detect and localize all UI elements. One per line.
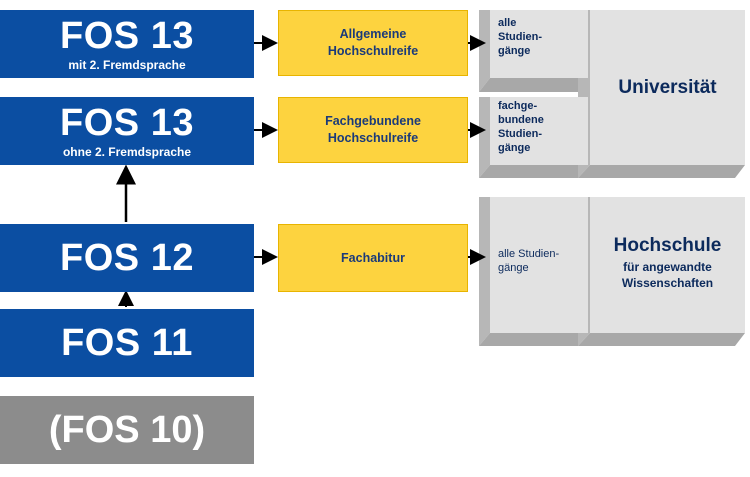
degree-fachgebundene-hochschulreife: Fachgebundene Hochschulreife — [278, 97, 468, 163]
studies-all-box: alle Studien- gänge — [490, 10, 588, 78]
cube-bottom-shade — [479, 165, 588, 178]
fos13b-title: FOS 13 — [60, 101, 194, 144]
cube-side-shade — [479, 10, 490, 92]
fos12-box: FOS 12 — [0, 224, 254, 292]
cube-bottom-shade — [479, 78, 588, 92]
cube-side-shade — [479, 197, 490, 346]
hochschule-subtitle: für angewandte Wissenschaften — [621, 260, 714, 290]
degree-allgemeine-hochschulreife: Allgemeine Hochschulreife — [278, 10, 468, 76]
fos11-title: FOS 11 — [61, 322, 193, 364]
fos10-box: (FOS 10) — [0, 396, 254, 464]
cube-side-shade — [479, 97, 490, 178]
universitaet-label: Universität — [618, 76, 717, 98]
hochschule-title: Hochschule — [613, 235, 722, 256]
fos13a-subtitle: mit 2. Fremdsprache — [68, 57, 186, 72]
studies-specific-box: fachge- bundene Studien- gänge — [490, 97, 588, 165]
fos10-title: (FOS 10) — [48, 409, 206, 451]
fos13-without-language-box: FOS 13 ohne 2. Fremdsprache — [0, 97, 254, 165]
cube-bottom-shade — [578, 165, 745, 178]
fos13-with-language-box: FOS 13 mit 2. Fremdsprache — [0, 10, 254, 78]
cube-bottom-shade — [578, 333, 745, 346]
cube-bottom-shade — [479, 333, 588, 346]
degree-fachabitur: Fachabitur — [278, 224, 468, 292]
fos12-title: FOS 12 — [60, 237, 194, 279]
fos13b-subtitle: ohne 2. Fremdsprache — [62, 144, 192, 159]
universitaet-box: Universität — [590, 10, 745, 165]
fos13a-title: FOS 13 — [60, 14, 194, 57]
hochschule-box: Hochschule für angewandte Wissenschaften — [590, 197, 745, 333]
fos11-box: FOS 11 — [0, 309, 254, 377]
studies-all-applied-box: alle Studien- gänge — [490, 197, 588, 333]
